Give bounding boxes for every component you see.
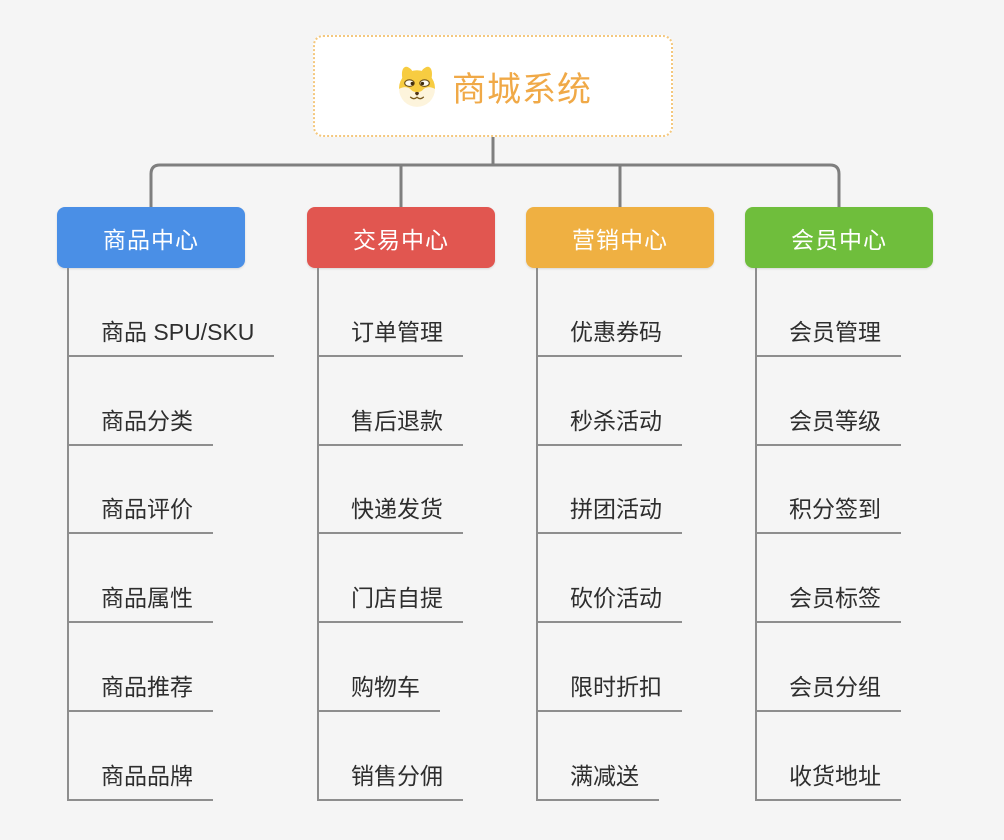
child-node[interactable]: 商品品牌 bbox=[67, 712, 213, 801]
child-node[interactable]: 商品推荐 bbox=[67, 623, 213, 712]
child-node[interactable]: 会员分组 bbox=[755, 623, 901, 712]
child-node[interactable]: 积分签到 bbox=[755, 446, 901, 535]
branch-header-member-center[interactable]: 会员中心 bbox=[745, 207, 933, 268]
branch-spine bbox=[755, 268, 757, 801]
branch-spine bbox=[317, 268, 319, 801]
branch-children-marketing-center: 优惠券码 秒杀活动 拼团活动 砍价活动 限时折扣 满减送 bbox=[536, 268, 682, 801]
child-node[interactable]: 秒杀活动 bbox=[536, 357, 682, 446]
child-node[interactable]: 满减送 bbox=[536, 712, 659, 801]
root-node[interactable]: 商城系统 bbox=[313, 35, 673, 137]
branch-spine bbox=[67, 268, 69, 801]
child-node[interactable]: 订单管理 bbox=[317, 268, 463, 357]
branch-label: 商品中心 bbox=[103, 226, 199, 253]
child-node[interactable]: 快递发货 bbox=[317, 446, 463, 535]
child-node[interactable]: 商品分类 bbox=[67, 357, 213, 446]
child-node[interactable]: 收货地址 bbox=[755, 712, 901, 801]
child-node[interactable]: 商品评价 bbox=[67, 446, 213, 535]
child-node[interactable]: 砍价活动 bbox=[536, 534, 682, 624]
branch-header-product-center[interactable]: 商品中心 bbox=[57, 207, 245, 268]
child-node[interactable]: 会员管理 bbox=[755, 268, 901, 357]
branch-bus-line bbox=[149, 163, 841, 207]
branch-label: 会员中心 bbox=[791, 226, 887, 253]
branch-header-marketing-center[interactable]: 营销中心 bbox=[526, 207, 714, 268]
child-node[interactable]: 限时折扣 bbox=[536, 623, 682, 712]
branch-header-trade-center[interactable]: 交易中心 bbox=[307, 207, 495, 268]
child-node[interactable]: 商品 SPU/SKU bbox=[67, 268, 275, 357]
branch-children-member-center: 会员管理 会员等级 积分签到 会员标签 会员分组 收货地址 bbox=[755, 268, 901, 801]
branch-spine bbox=[536, 268, 538, 801]
child-node[interactable]: 门店自提 bbox=[317, 534, 463, 624]
child-node[interactable]: 会员等级 bbox=[755, 357, 901, 446]
child-node[interactable]: 会员标签 bbox=[755, 534, 901, 624]
branch-children-product-center: 商品 SPU/SKU 商品分类 商品评价 商品属性 商品推荐 商品品牌 bbox=[67, 268, 275, 801]
child-node[interactable]: 售后退款 bbox=[317, 357, 463, 446]
dog-face-icon bbox=[399, 66, 435, 107]
child-node[interactable]: 商品属性 bbox=[67, 534, 213, 624]
child-node[interactable]: 销售分佣 bbox=[317, 712, 463, 801]
branch-children-trade-center: 订单管理 售后退款 快递发货 门店自提 购物车 销售分佣 bbox=[317, 268, 463, 801]
branch-label: 营销中心 bbox=[572, 226, 668, 253]
child-node[interactable]: 拼团活动 bbox=[536, 446, 682, 535]
root-title: 商城系统 bbox=[452, 70, 592, 109]
child-node[interactable]: 购物车 bbox=[317, 623, 440, 712]
child-node[interactable]: 优惠券码 bbox=[536, 268, 682, 357]
branch-label: 交易中心 bbox=[353, 226, 449, 253]
